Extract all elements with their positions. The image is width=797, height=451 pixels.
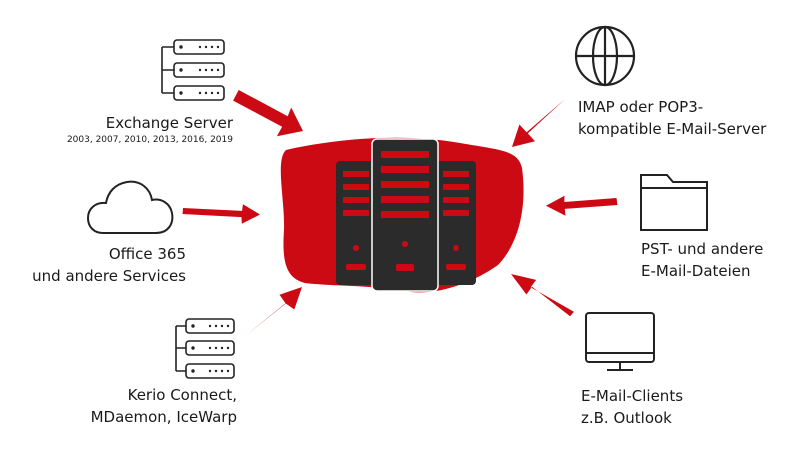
kerio-line2: MDaemon, IceWarp <box>91 406 237 428</box>
office365-line1: Office 365 <box>32 243 186 265</box>
clients-line1: E-Mail-Clients <box>581 385 683 407</box>
clients-label: E-Mail-Clients z.B. Outlook <box>581 385 683 429</box>
arrow-clients <box>511 274 574 316</box>
pst-line2: E-Mail-Dateien <box>641 260 763 282</box>
monitor-icon <box>586 313 654 370</box>
clients-line2: z.B. Outlook <box>581 407 683 429</box>
arrow-kerio <box>246 287 302 335</box>
kerio-label: Kerio Connect, MDaemon, IceWarp <box>91 384 237 428</box>
kerio-line1: Kerio Connect, <box>91 384 237 406</box>
folder-icon <box>641 175 707 230</box>
server-rack-icon <box>162 40 224 100</box>
imap-line1: IMAP oder POP3- <box>578 96 766 118</box>
arrow-exchange <box>233 90 303 136</box>
exchange-versions: 2003, 2007, 2010, 2013, 2016, 2019 <box>67 134 233 146</box>
office365-label: Office 365 und andere Services <box>32 243 186 287</box>
arrow-pst <box>546 196 618 216</box>
pst-line1: PST- und andere <box>641 238 763 260</box>
imap-line2: kompatible E-Mail-Server <box>578 118 766 140</box>
globe-icon <box>576 27 634 85</box>
imap-label: IMAP oder POP3- kompatible E-Mail-Server <box>578 96 766 140</box>
cloud-icon <box>88 182 172 233</box>
server-rack-icon <box>176 319 234 378</box>
server-tower-icon <box>336 139 476 291</box>
exchange-label: Exchange Server <box>106 112 233 134</box>
arrow-imap <box>512 99 565 147</box>
exchange-title: Exchange Server <box>106 112 233 134</box>
office365-line2: und andere Services <box>32 265 186 287</box>
arrow-office365 <box>183 204 260 224</box>
pst-label: PST- und andere E-Mail-Dateien <box>641 238 763 282</box>
